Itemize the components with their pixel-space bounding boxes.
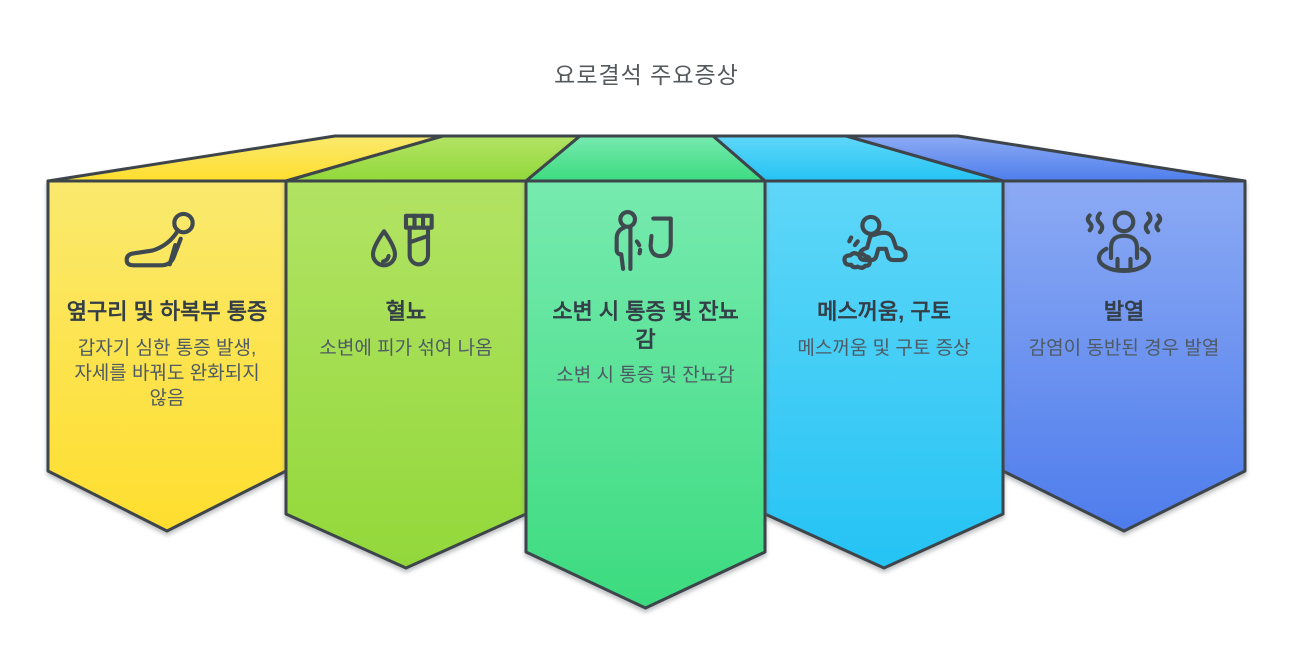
banner-body <box>524 179 767 610</box>
banner-shape-nausea <box>711 134 1005 570</box>
banner-shape-hematuria <box>284 134 582 570</box>
banner-body <box>284 179 528 570</box>
banner-body <box>46 179 288 533</box>
banner-shape-dysuria <box>524 134 767 610</box>
banner-body <box>763 179 1005 570</box>
banner-body <box>1001 179 1247 533</box>
banner-shape-fever <box>844 134 1247 533</box>
page-title: 요로결석 주요증상 <box>554 62 739 88</box>
